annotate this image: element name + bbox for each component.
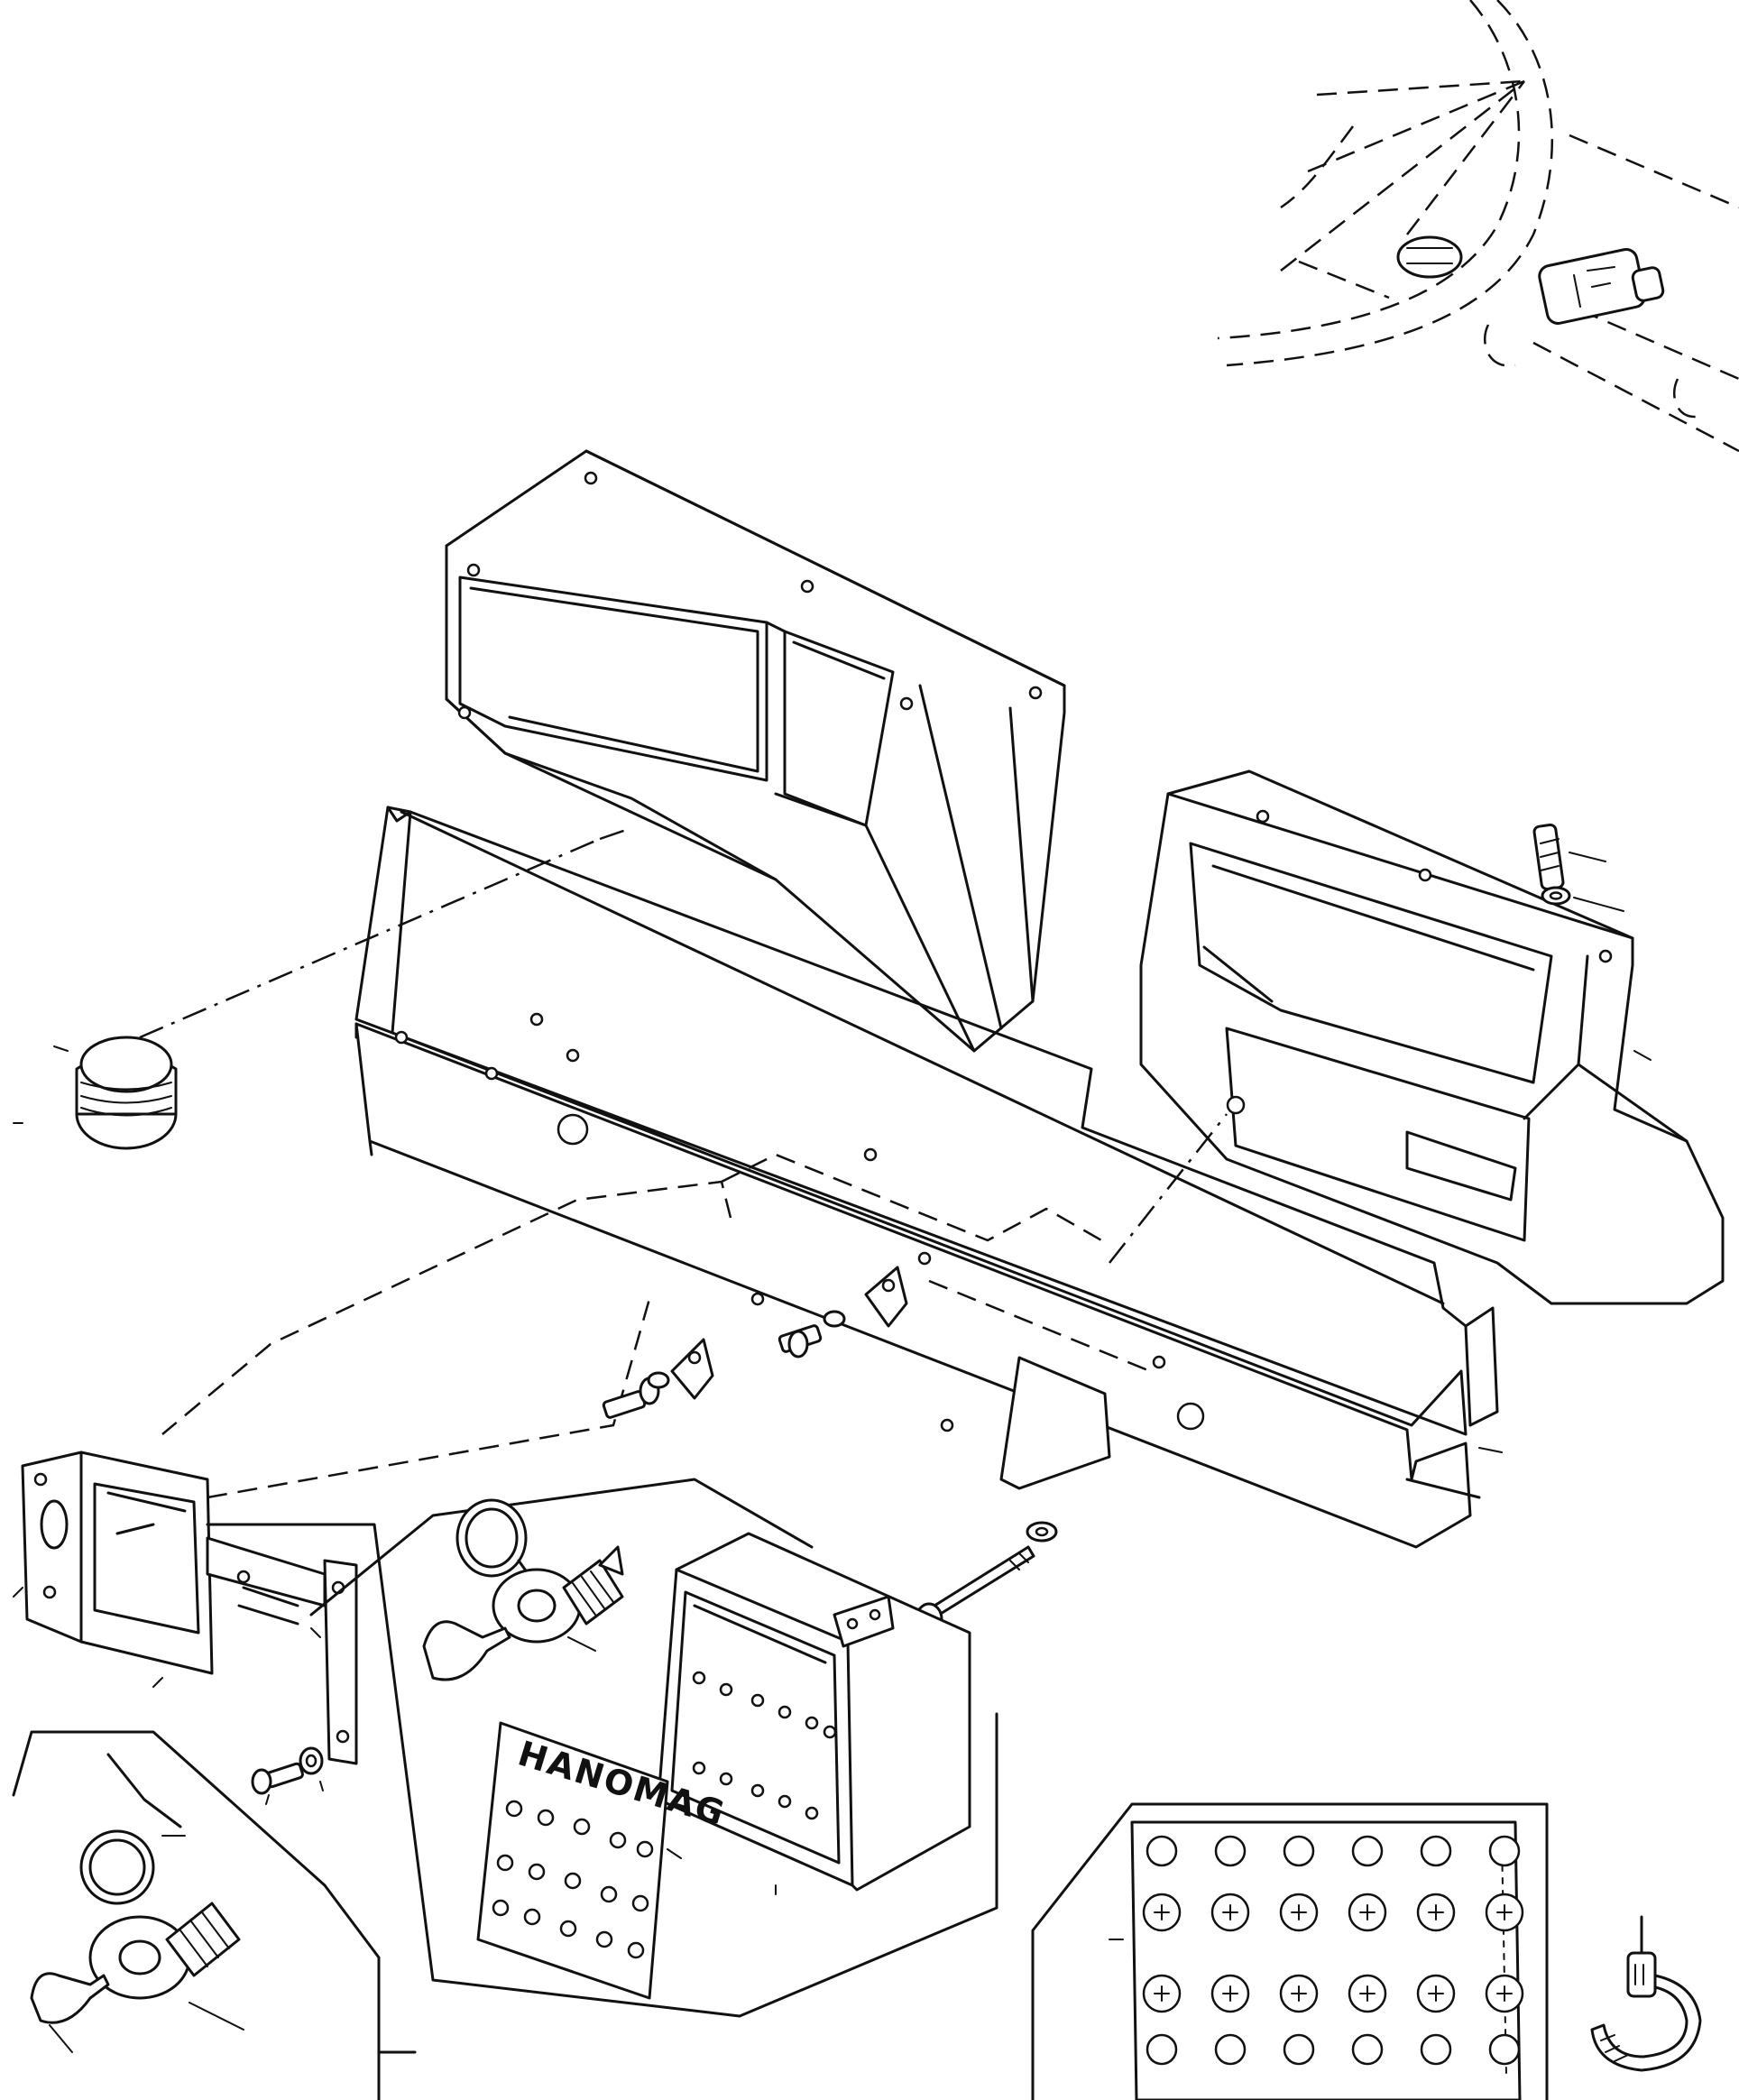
indicator-lamp: [1214, 1835, 1247, 1867]
indicator-symbol-icon: [1291, 1904, 1307, 1920]
bolt-center-icon: [777, 1310, 846, 1359]
cable-tie-icon: [1590, 1915, 1702, 2072]
washer-icon: [1541, 886, 1571, 906]
indicator-symbol-icon: [1291, 1985, 1307, 2002]
clip-bracket-left: [670, 1338, 714, 1400]
screw-icon: [1532, 823, 1565, 891]
indicator-symbol-icon: [1496, 1985, 1513, 2002]
indicator-symbol-icon: [1222, 1985, 1238, 2002]
plate-screw-icon: [251, 1746, 324, 1805]
indicator-lamp: [1351, 2033, 1384, 2066]
knob-connector-icon: [1396, 235, 1463, 279]
indicator-lamp: [1420, 1835, 1452, 1867]
switch-plate: [13, 1451, 358, 1765]
indicator-lamp: [1351, 1835, 1384, 1867]
ignition-switch-inset: [12, 1730, 417, 2100]
lower-dashboard-panel: [354, 806, 1503, 1549]
indicator-symbol-icon: [1154, 1985, 1170, 2002]
indicator-lamp: [1146, 2033, 1178, 2066]
ignition-switch-center: [309, 1478, 814, 1681]
indicator-box: [657, 1532, 971, 1892]
indicator-lamp: [1283, 2033, 1315, 2066]
steering-column-detail: [1217, 0, 1739, 453]
indicator-lamp: [1420, 2033, 1452, 2066]
plug-cap-icon: [13, 1036, 178, 1150]
ignition-plug-icon: [1538, 247, 1665, 325]
indicator-symbol-icon: [1359, 1985, 1376, 2002]
assembly-lines: [139, 826, 1228, 1499]
group-outline: [206, 1523, 998, 2018]
indicator-lamp-panel-inset: [1031, 1802, 1549, 2100]
bolt-left-icon: [602, 1371, 670, 1419]
upper-dashboard-housing: [445, 449, 1066, 1053]
key-inset-icon: [30, 1972, 110, 2024]
indicator-symbol-icon: [1222, 1904, 1238, 1920]
clip-bracket-right: [864, 1266, 908, 1328]
indicator-symbol-icon: [1428, 1985, 1444, 2002]
instrument-cowl: [1139, 769, 1725, 1305]
indicator-symbol-icon: [1496, 1904, 1513, 1920]
indicator-lamp: [1283, 1835, 1315, 1867]
indicator-lamp: [1488, 2033, 1521, 2066]
indicator-symbol-icon: [1154, 1904, 1170, 1920]
indicator-lamp: [1488, 1835, 1521, 1867]
key-icon: [422, 1620, 511, 1681]
indicator-lamp: [1146, 1835, 1178, 1867]
indicator-lamp: [1214, 2033, 1247, 2066]
indicator-symbol-icon: [1359, 1904, 1376, 1920]
indicator-symbol-icon: [1428, 1904, 1444, 1920]
